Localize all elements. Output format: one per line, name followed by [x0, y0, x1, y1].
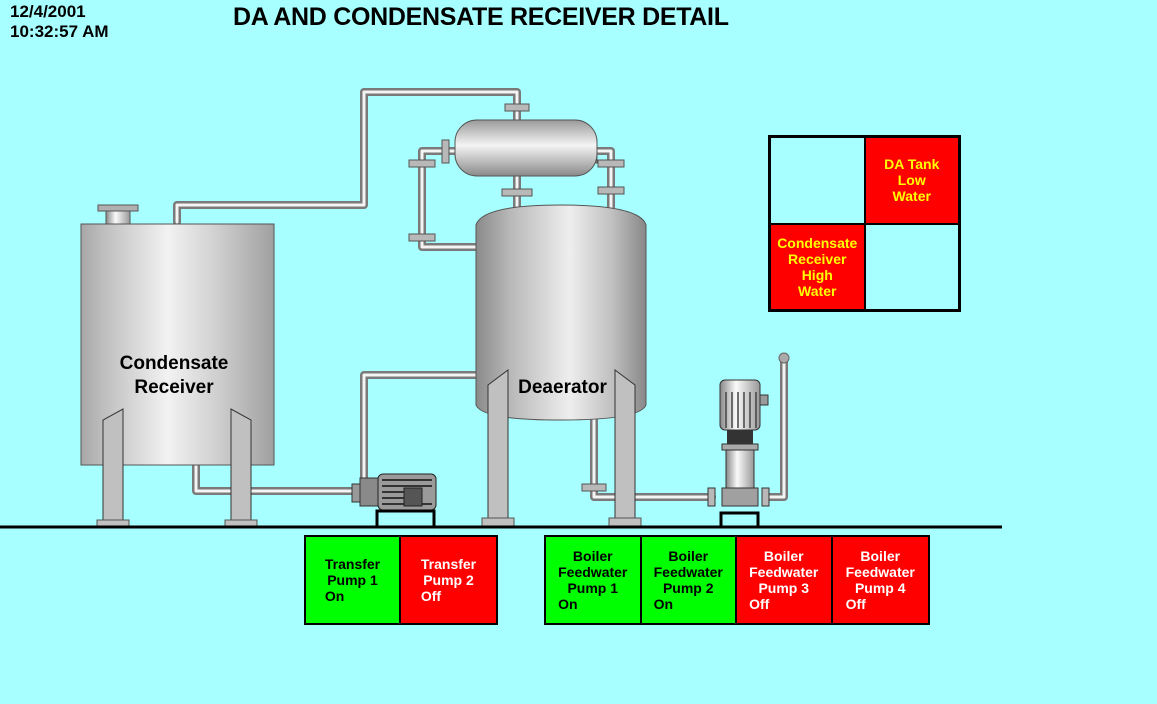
vent-cap	[778, 352, 790, 364]
feedwater-pump-graphic	[707, 379, 770, 526]
pump-name: Boiler Feedwater Pump 1	[558, 548, 628, 596]
pipe-receiver-outlet	[192, 461, 364, 495]
transfer-pump-graphic	[351, 473, 437, 526]
alarm-tile-blank[interactable]	[864, 223, 959, 310]
page-title: DA AND CONDENSATE RECEIVER DETAIL	[233, 3, 729, 31]
pipe-da-outlet	[590, 414, 716, 501]
alarm-panel: DA Tank Low Water Condensate Receiver Hi…	[768, 135, 961, 312]
pump-state: On	[653, 596, 674, 612]
time-display: 10:32:57 AM	[10, 22, 109, 41]
condensate-receiver-tank	[80, 204, 275, 528]
deaerator-label: Deaerator	[518, 377, 607, 398]
pump-state: Off	[749, 596, 770, 612]
alarm-tile-da-tank-low-water[interactable]: DA Tank Low Water	[864, 137, 959, 224]
pump-name: Boiler Feedwater Pump 3	[749, 548, 819, 596]
pump-name: Boiler Feedwater Pump 2	[653, 548, 723, 596]
condensate-receiver-label: Condensate Receiver	[119, 353, 229, 398]
pump-state: Off	[845, 596, 866, 612]
pump-state: Off	[420, 588, 442, 604]
deaerator-tank	[475, 204, 647, 527]
pump-state: On	[558, 596, 578, 612]
pump-name: Transfer Pump 2	[420, 556, 477, 588]
pipe-bfp-discharge	[764, 354, 788, 501]
vent-condenser	[454, 119, 598, 177]
pump-name: Boiler Feedwater Pump 4	[845, 548, 915, 596]
alarm-tile-blank[interactable]	[770, 137, 865, 224]
alarm-tile-condensate-receiver-high-water[interactable]: Condensate Receiver High Water	[770, 223, 865, 310]
date-display: 12/4/2001	[10, 2, 86, 21]
pump-state: On	[324, 588, 345, 604]
pump-name: Transfer Pump 1	[324, 556, 381, 588]
